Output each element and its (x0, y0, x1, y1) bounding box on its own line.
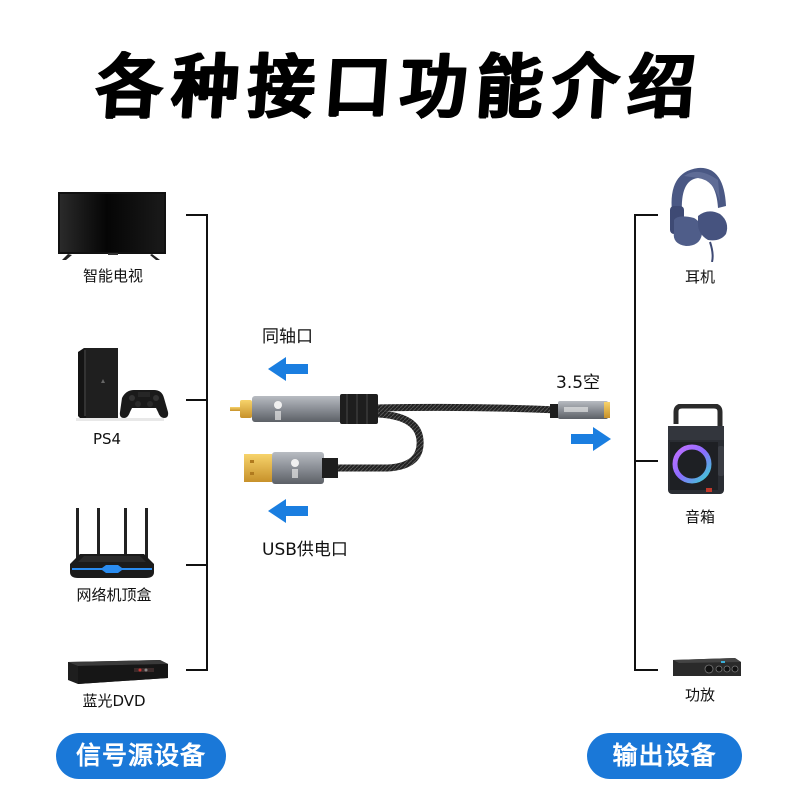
output-label-headphones: 耳机 (684, 268, 715, 286)
speaker-icon (668, 403, 724, 494)
output-arrow-right-icon (571, 427, 611, 451)
usb-arrow-left-icon (268, 499, 308, 523)
audio-jack-3-5mm (550, 401, 610, 419)
output-device-speaker (666, 403, 728, 498)
source-bracket-tick-router (186, 564, 208, 566)
usb-power-port-label: USB供电口 (262, 540, 348, 560)
output-label-amplifier: 功放 (684, 686, 715, 704)
output-devices-badge: 输出设备 (587, 733, 742, 779)
adapter-cable (230, 394, 610, 484)
amplifier-icon (673, 658, 741, 676)
source-device-tv (56, 190, 168, 262)
usb-plug (244, 452, 338, 484)
rca-plug (230, 394, 378, 424)
source-bracket-tick-ps4 (186, 399, 208, 401)
coaxial-arrow-left-icon (268, 357, 308, 381)
source-device-router (66, 506, 158, 580)
page-title: 各种接口功能介绍 (93, 47, 707, 128)
usb-branch-cable (338, 410, 424, 472)
main-cable (377, 403, 559, 414)
headphones-icon (670, 167, 728, 263)
output-bracket-vertical (634, 214, 636, 671)
output-bracket-tick-speaker (634, 460, 658, 462)
tv-icon (58, 192, 166, 260)
game-console-icon (76, 348, 169, 421)
router-icon (70, 508, 154, 578)
output-bracket-tick-headphones (634, 214, 658, 216)
coaxial-port-label: 同轴口 (262, 327, 313, 347)
audio-jack-label: 3.5空 (556, 373, 601, 393)
dvd-player-icon (68, 660, 168, 684)
output-bracket-tick-amplifier (634, 669, 658, 671)
source-label-router: 网络机顶盒 (76, 586, 152, 604)
source-label-dvd: 蓝光DVD (82, 692, 146, 710)
source-bracket-tick-dvd (186, 669, 208, 671)
source-devices-badge: 信号源设备 (56, 733, 226, 779)
output-device-amplifier (671, 656, 743, 678)
source-bracket-vertical (206, 214, 208, 671)
output-label-speaker: 音箱 (684, 508, 715, 526)
output-device-headphones (664, 162, 734, 263)
source-device-ps4 (74, 346, 170, 422)
source-bracket-tick-tv (186, 214, 208, 216)
source-device-dvd (64, 658, 170, 686)
source-label-ps4: PS4 (92, 430, 122, 448)
source-label-tv: 智能电视 (82, 267, 143, 285)
